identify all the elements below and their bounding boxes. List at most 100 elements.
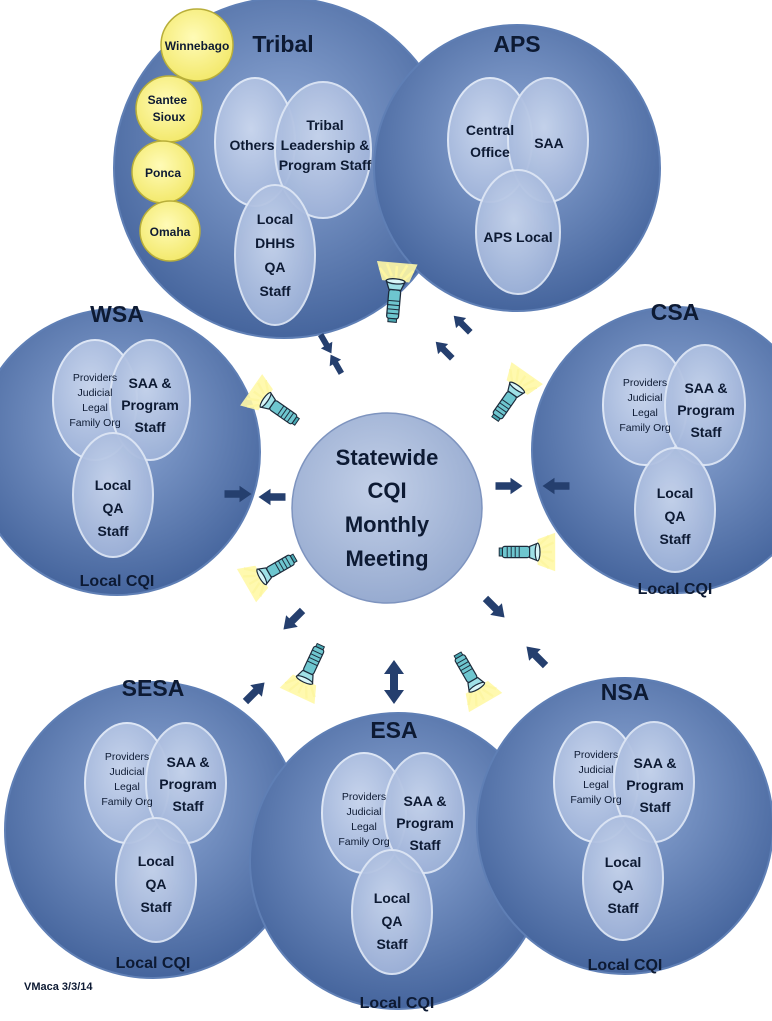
wsa-saa-2: Program [121, 397, 179, 413]
wsa-local-3: Staff [97, 523, 128, 539]
nsa-local-2: QA [613, 877, 634, 893]
center-line-2: CQI [367, 478, 406, 503]
tribal-others: Others [229, 137, 274, 153]
nsa-title: NSA [601, 679, 650, 705]
esa-saa-2: Program [396, 815, 454, 831]
csa-local-1: Local [657, 485, 694, 501]
esa-title: ESA [370, 717, 417, 743]
tribal-leadership-2: Leadership & [281, 137, 370, 153]
esa-providers-4: Family Org [338, 836, 389, 848]
tribal-local-3: QA [265, 259, 286, 275]
wsa-saa-1: SAA & [128, 375, 171, 391]
aps-saa: SAA [534, 135, 564, 151]
nsa-local-1: Local [605, 854, 642, 870]
sesa-local-2: QA [146, 876, 167, 892]
esa-footer: Local CQI [360, 995, 435, 1012]
nsa-providers-3: Legal [583, 779, 609, 791]
csa-group: CSA Providers Judicial Legal Family Org … [531, 299, 772, 598]
csa-saa-1: SAA & [684, 380, 727, 396]
tribal-local-2: DHHS [255, 235, 295, 251]
aps-central-1: Central [466, 122, 514, 138]
nsa-providers-4: Family Org [570, 794, 621, 806]
esa-providers-1: Providers [342, 791, 386, 803]
wsa-providers-1: Providers [73, 372, 117, 384]
center-meeting-node: Statewide CQI Monthly Meeting [291, 412, 483, 604]
wsa-providers-4: Family Org [69, 417, 120, 429]
nsa-saa-1: SAA & [633, 755, 676, 771]
double-arrow-icon [384, 660, 404, 704]
sesa-local-3: Staff [140, 899, 171, 915]
flashlight-icon [235, 539, 306, 604]
sesa-providers-3: Legal [114, 781, 140, 793]
flashlight-icon [478, 360, 545, 432]
center-line-3: Monthly [345, 512, 430, 537]
nsa-saa-2: Program [626, 777, 684, 793]
tribe-omaha: Omaha [139, 200, 201, 262]
tribe-ponca: Ponca [131, 140, 195, 204]
aps-title: APS [493, 31, 540, 57]
nsa-providers-1: Providers [574, 749, 618, 761]
nsa-footer: Local CQI [588, 957, 663, 974]
esa-local-1: Local [374, 890, 411, 906]
wsa-providers-2: Judicial [77, 387, 112, 399]
wsa-group: WSA Providers Judicial Legal Family Org … [0, 301, 261, 596]
csa-local-3: Staff [659, 531, 690, 547]
aps-group: APS Central Office SAA APS Local [373, 24, 661, 312]
tribal-leadership-3: Program Staff [279, 157, 372, 173]
tribal-group: Tribal Others Tribal Leadership & Progra… [113, 0, 455, 339]
sesa-providers-2: Judicial [109, 766, 144, 778]
aps-central-2: Office [470, 144, 510, 160]
wsa-providers-3: Legal [82, 402, 108, 414]
esa-group: ESA Providers Judicial Legal Family Org … [249, 712, 547, 1012]
csa-providers-1: Providers [623, 377, 667, 389]
csa-providers-4: Family Org [619, 422, 670, 434]
nsa-local-3: Staff [607, 900, 638, 916]
flashlight-icon [498, 531, 557, 573]
double-arrow-icon [479, 592, 552, 672]
csa-footer: Local CQI [638, 581, 713, 598]
sesa-title: SESA [122, 675, 185, 701]
tribe-santee-sioux: Santee Sioux [135, 75, 203, 143]
center-line-1: Statewide [336, 445, 439, 470]
nsa-providers-2: Judicial [578, 764, 613, 776]
csa-providers-2: Judicial [627, 392, 662, 404]
csa-local-2: QA [665, 508, 686, 524]
sesa-saa-1: SAA & [166, 754, 209, 770]
aps-local: APS Local [483, 229, 552, 245]
wsa-title: WSA [90, 301, 144, 327]
double-arrow-icon [314, 331, 348, 377]
wsa-footer: Local CQI [80, 573, 155, 590]
svg-text:Winnebago: Winnebago [165, 39, 230, 53]
svg-text:Omaha: Omaha [150, 225, 191, 239]
author-credit: VMaca 3/3/14 [24, 981, 93, 993]
csa-saa-3: Staff [690, 424, 721, 440]
esa-saa-1: SAA & [403, 793, 446, 809]
tribal-leadership-1: Tribal [306, 117, 343, 133]
sesa-saa-3: Staff [172, 798, 203, 814]
sesa-local-1: Local [138, 853, 175, 869]
flashlight-icon [439, 643, 504, 714]
nsa-saa-3: Staff [639, 799, 670, 815]
tribal-local-4: Staff [259, 283, 290, 299]
esa-providers-2: Judicial [346, 806, 381, 818]
sesa-saa-2: Program [159, 776, 217, 792]
nsa-group: NSA Providers Judicial Legal Family Org … [476, 677, 772, 975]
tribal-title: Tribal [252, 31, 313, 57]
center-line-4: Meeting [345, 546, 428, 571]
flashlight-icon [278, 635, 340, 706]
esa-saa-3: Staff [409, 837, 440, 853]
svg-text:Ponca: Ponca [145, 166, 181, 180]
wsa-local-1: Local [95, 477, 132, 493]
csa-saa-2: Program [677, 402, 735, 418]
esa-local-3: Staff [376, 936, 407, 952]
tribe-winnebago: Winnebago [160, 8, 234, 82]
esa-providers-3: Legal [351, 821, 377, 833]
csa-providers-3: Legal [632, 407, 658, 419]
wsa-local-2: QA [103, 500, 124, 516]
sesa-providers-1: Providers [105, 751, 149, 763]
sesa-group: SESA Providers Judicial Legal Family Org… [4, 675, 302, 979]
sesa-providers-4: Family Org [101, 796, 152, 808]
esa-local-2: QA [382, 913, 403, 929]
double-arrow-icon [430, 310, 476, 364]
